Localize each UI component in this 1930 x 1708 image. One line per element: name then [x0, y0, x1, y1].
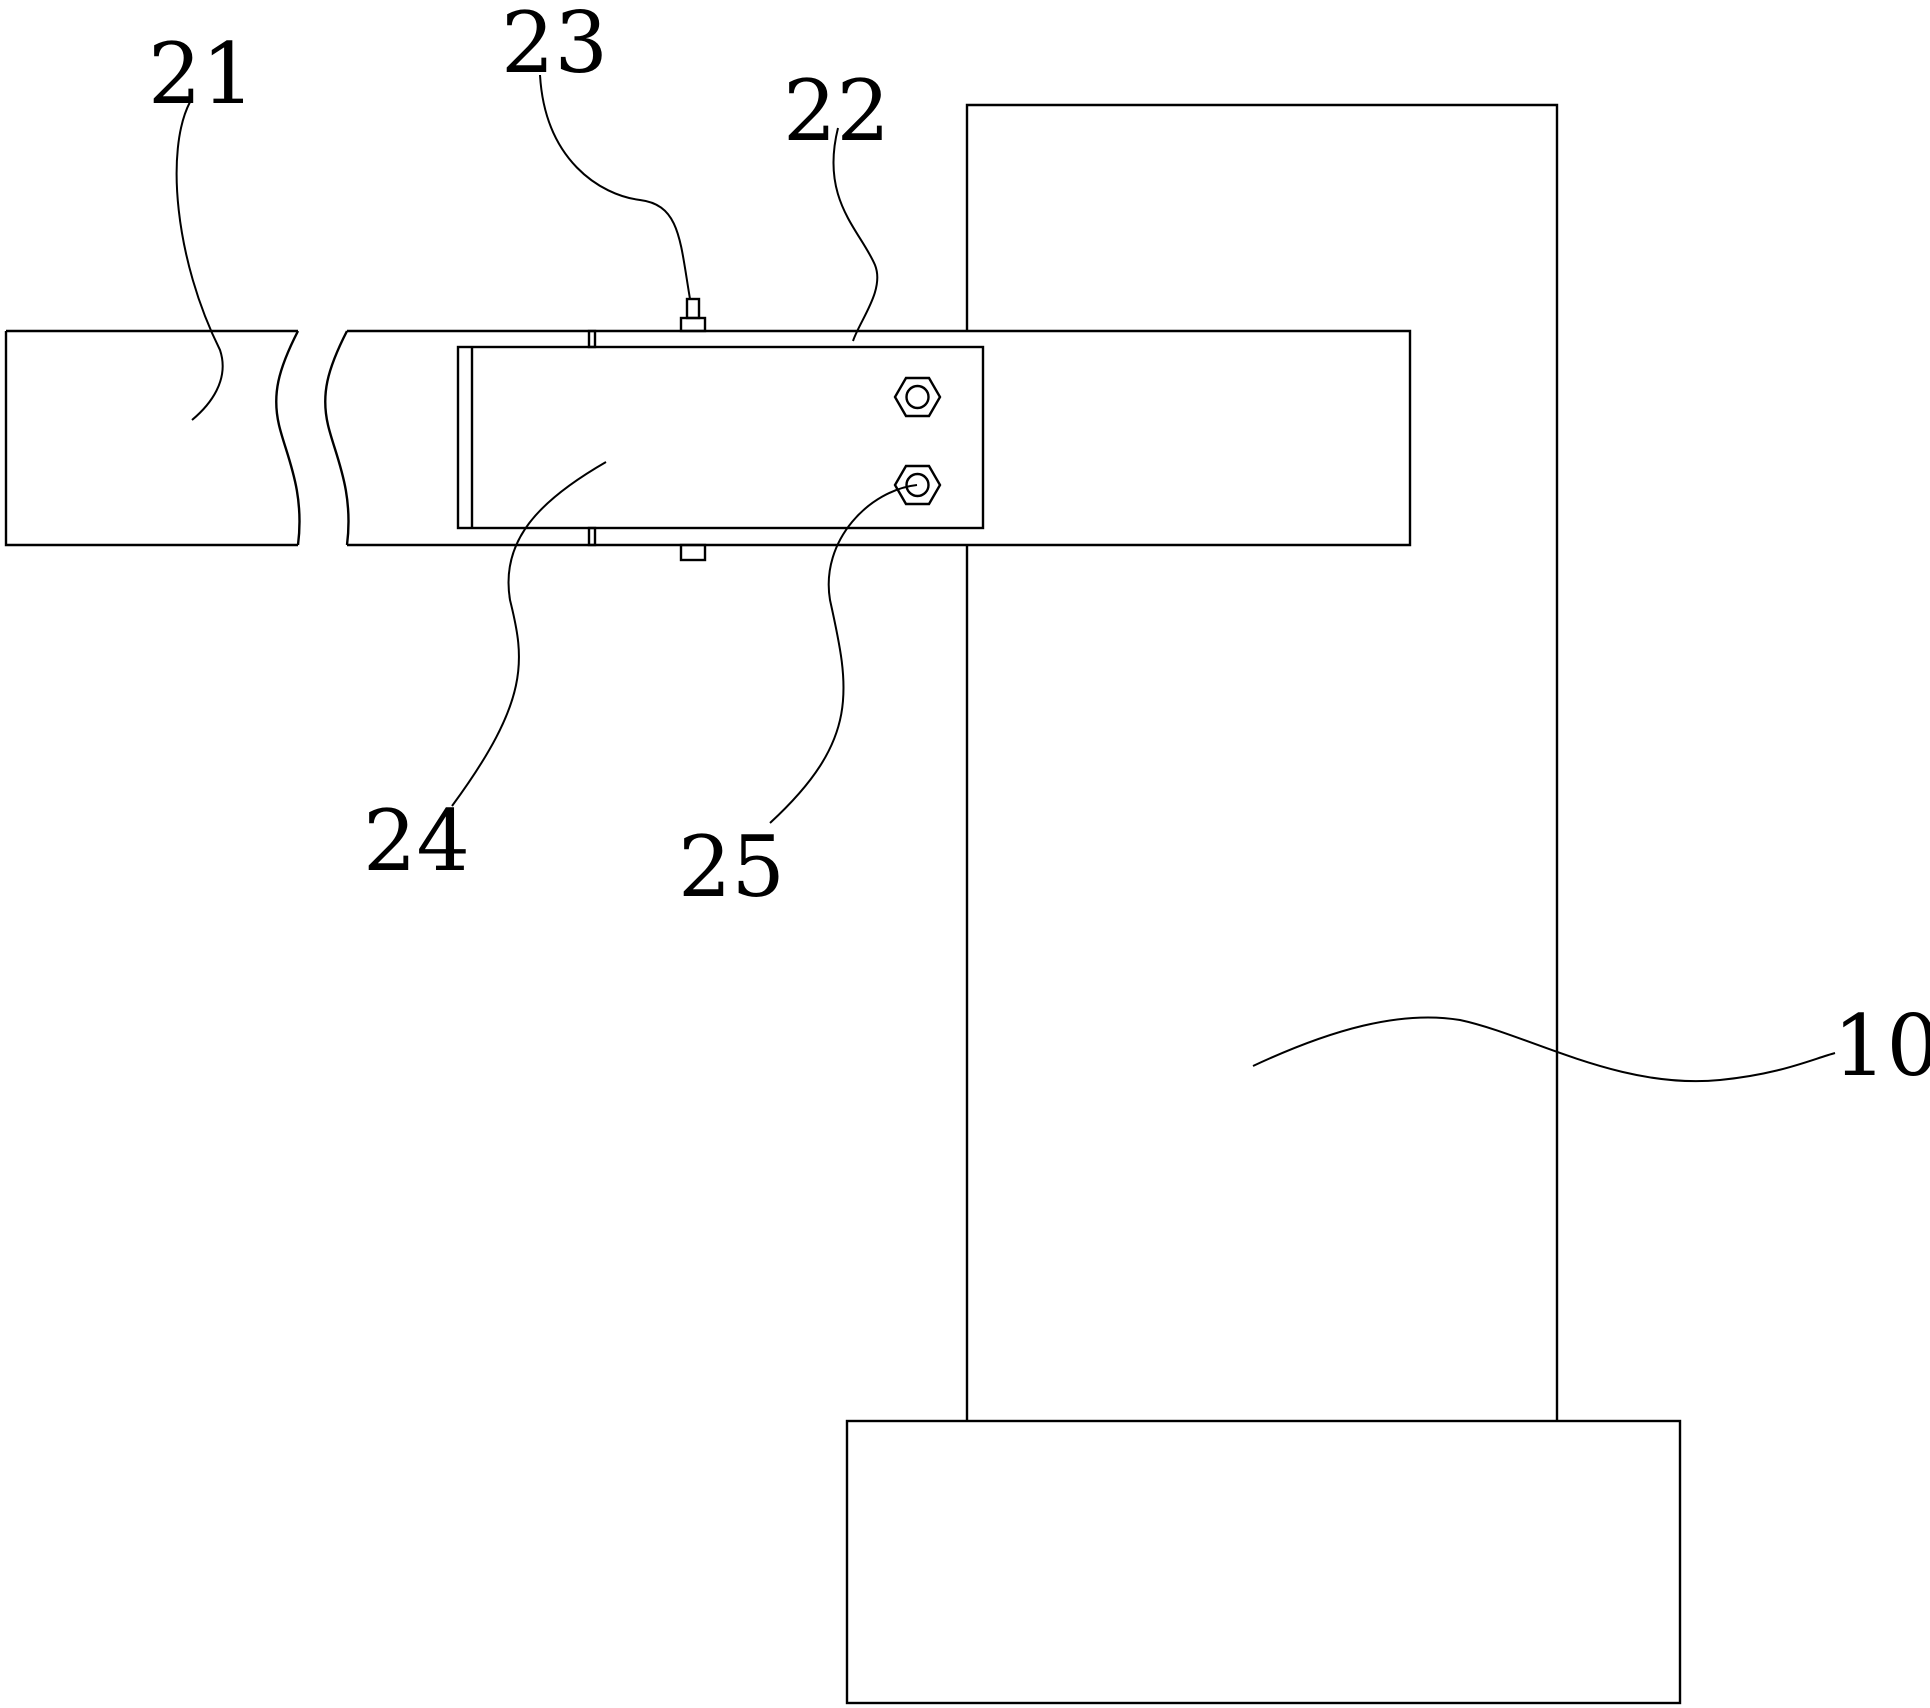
column-base	[847, 1421, 1680, 1703]
column-body	[967, 105, 1557, 1421]
leader-line-21	[177, 102, 223, 420]
pin	[681, 299, 705, 560]
leader-line-23	[540, 75, 690, 299]
beam-right-segment	[325, 331, 1410, 545]
beam-left-segment	[6, 331, 300, 545]
leader-line-10	[1253, 1017, 1835, 1081]
label-10: 10	[1833, 997, 1930, 1095]
sleeve-edge	[589, 331, 595, 545]
bolt-lower	[895, 466, 940, 504]
label-22: 22	[783, 62, 890, 160]
label-24: 24	[363, 792, 470, 890]
bolt-upper	[895, 378, 940, 416]
label-23: 23	[501, 0, 608, 92]
label-21: 21	[148, 25, 255, 123]
leader-line-24	[452, 462, 606, 806]
leader-line-25	[770, 485, 917, 823]
label-25: 25	[678, 818, 785, 916]
